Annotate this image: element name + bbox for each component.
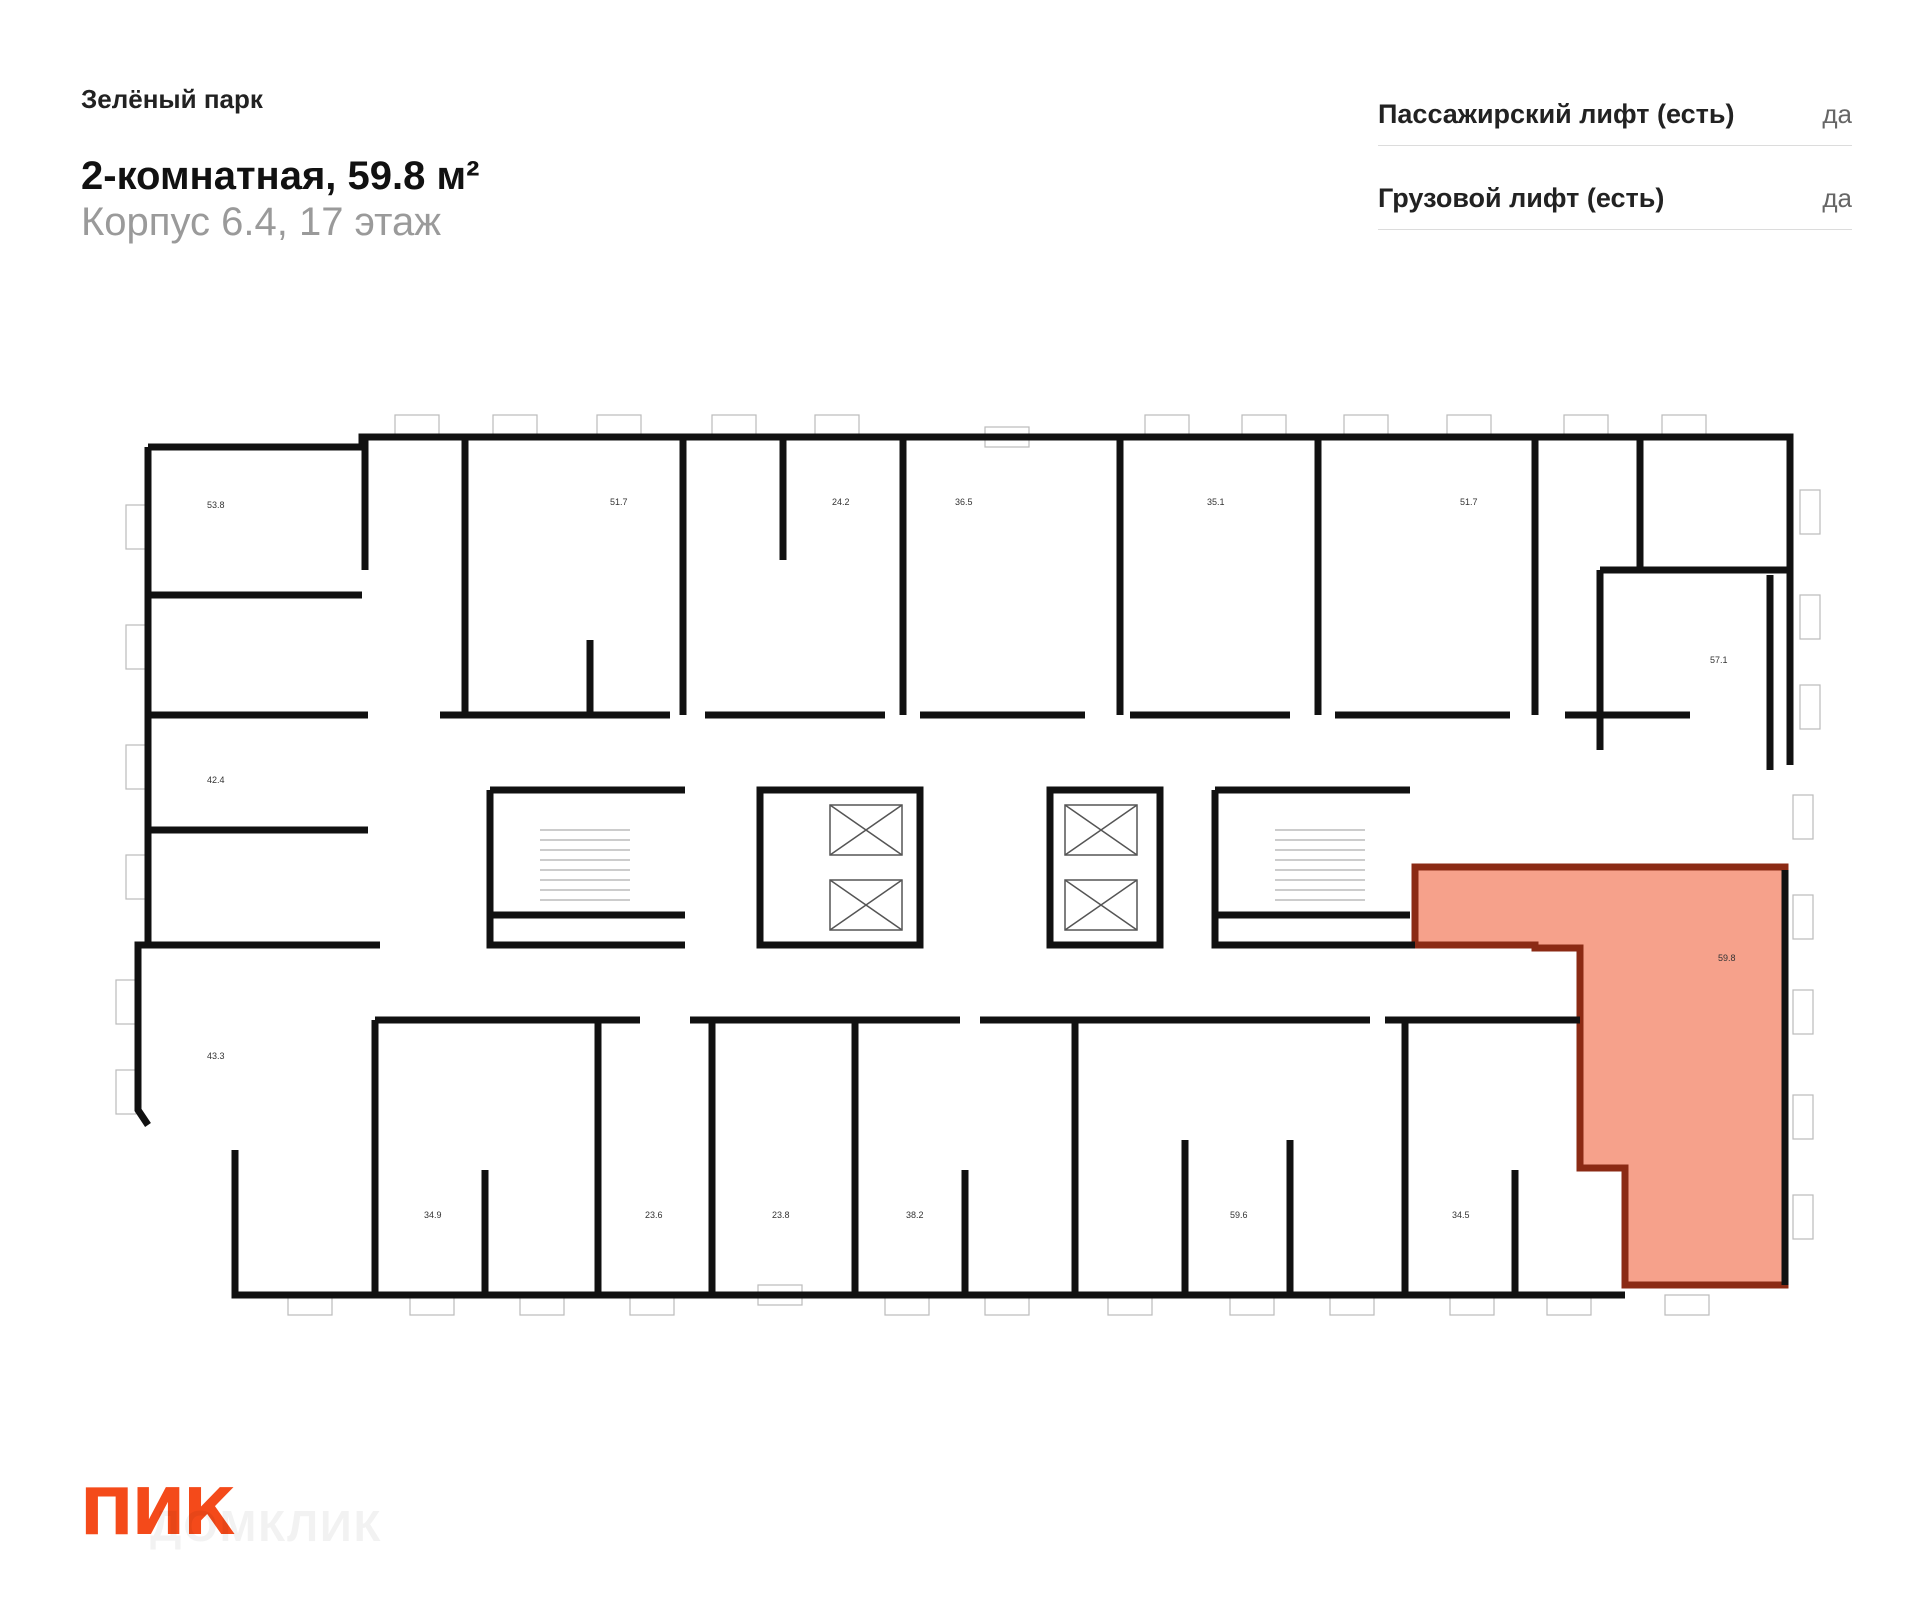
- unit-area-label: 53.8: [207, 500, 225, 510]
- elevators: [829, 804, 1138, 931]
- feature-label: Грузовой лифт (есть): [1378, 183, 1665, 213]
- selected-unit-area-label: 59.8: [1718, 953, 1736, 963]
- features-list: Пассажирский лифт (есть) да Грузовой лиф…: [1378, 74, 1852, 230]
- unit-area-label: 43.3: [207, 1051, 225, 1061]
- apartment-subtitle: Корпус 6.4, 17 этаж: [81, 200, 441, 244]
- stairs: [540, 829, 1365, 901]
- apartment-title: 2-комнатная, 59.8 м²: [81, 154, 480, 198]
- unit-area-label: 34.9: [424, 1210, 442, 1220]
- unit-area-label: 51.7: [1460, 497, 1478, 507]
- unit-area-label: 35.1: [1207, 497, 1225, 507]
- unit-area-label: 24.2: [832, 497, 850, 507]
- unit-area-label: 36.5: [955, 497, 973, 507]
- unit-area-label: 23.8: [772, 1210, 790, 1220]
- feature-freight-lift: Грузовой лифт (есть) да: [1378, 158, 1852, 230]
- walls: [134, 433, 1794, 1299]
- feature-value: да: [1822, 99, 1852, 129]
- selected-unit-area: [1411, 863, 1789, 1289]
- unit-area-label: 34.5: [1452, 1210, 1470, 1220]
- brand-logo: ПИК: [80, 1476, 235, 1550]
- unit-area-label: 42.4: [207, 775, 225, 785]
- unit-area-label: 57.1: [1710, 655, 1728, 665]
- domclick-watermark: ДОМКЛИК: [150, 1502, 383, 1551]
- unit-area-label: 51.7: [610, 497, 628, 507]
- pik-logo: ПИК: [80, 1476, 235, 1550]
- unit-area-label: 59.6: [1230, 1210, 1248, 1220]
- unit-area-label: 23.6: [645, 1210, 663, 1220]
- feature-passenger-lift: Пассажирский лифт (есть) да: [1378, 74, 1852, 146]
- project-name: Зелёный парк: [81, 84, 263, 114]
- feature-label: Пассажирский лифт (есть): [1378, 99, 1735, 129]
- unit-areas: 53.8 51.7 24.2 36.5 35.1 51.7 57.1 42.4 …: [207, 497, 1736, 1220]
- header: Зелёный парк 2-комнатная, 59.8 м² Корпус…: [81, 84, 479, 245]
- unit-area-label: 38.2: [906, 1210, 924, 1220]
- feature-value: да: [1822, 183, 1852, 213]
